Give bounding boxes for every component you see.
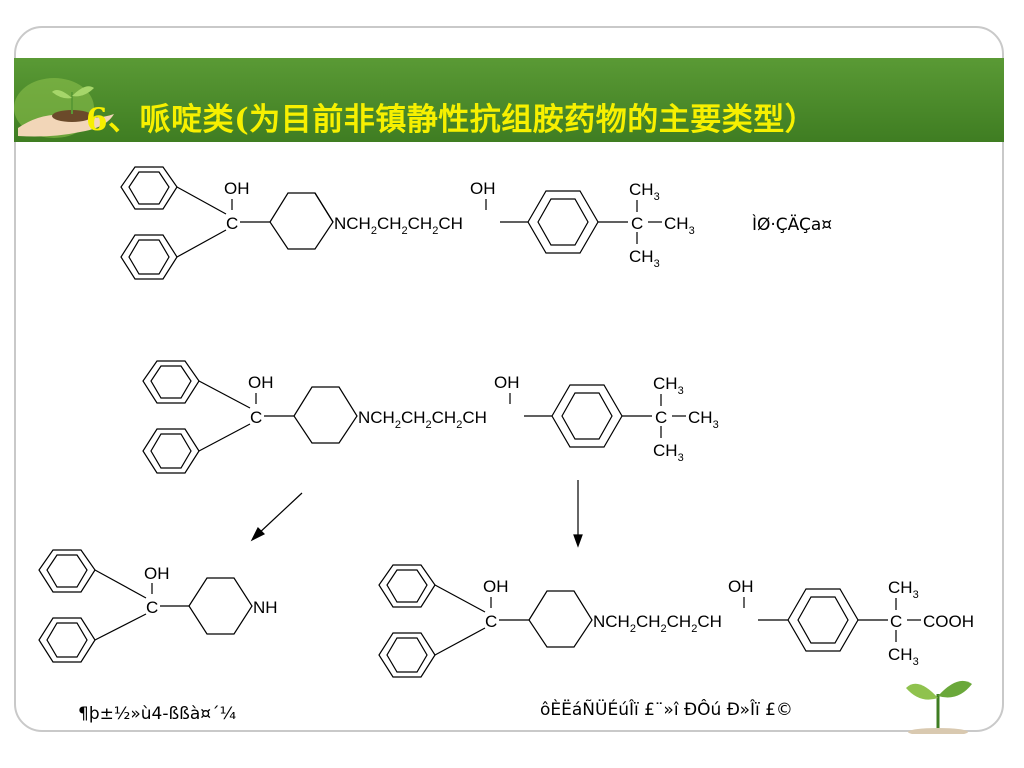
label-ch3: CH3 <box>664 214 695 237</box>
label-oh: OH <box>144 564 170 583</box>
label-nch: NCH2CH2CH2CH <box>334 214 463 237</box>
label-ch3: CH3 <box>688 408 719 431</box>
label-c: C <box>226 214 238 233</box>
label-c: C <box>890 612 902 631</box>
label-ch3: CH3 <box>653 374 684 397</box>
label-ch3: CH3 <box>629 180 660 203</box>
structure-terfenadine-1: OH C NCH2CH2CH2CH OH CH3 C CH3 CH3 <box>120 166 695 280</box>
seedling-hand-icon <box>14 78 114 138</box>
label-ch3: CH3 <box>888 645 919 668</box>
caption-top-right: ÌØ·ÇÄÇa¤ <box>752 215 833 235</box>
structure-metabolite-right: OH C NCH2CH2CH2CH OH CH3 C COOH CH3 <box>378 564 974 678</box>
structure-metabolite-left: OH C NH <box>38 549 278 663</box>
label-c: C <box>485 612 497 631</box>
label-ch3: CH3 <box>629 247 660 270</box>
caption-bottom-right: ôÈËáÑÜÉúÎï £¨»î ÐÔú Ð»Îï £© <box>540 700 793 720</box>
slide-frame <box>14 26 1004 732</box>
label-nh: NH <box>253 598 278 617</box>
label-nch: NCH2CH2CH2CH <box>358 408 487 431</box>
caption-bottom-left: ¶þ±½»ù4-ßßà¤´¼ <box>78 704 237 724</box>
seedling-icon <box>906 680 972 734</box>
label-c: C <box>250 408 262 427</box>
label-c: C <box>655 408 667 427</box>
label-oh: OH <box>224 179 250 198</box>
label-c: C <box>146 598 158 617</box>
label-ch3: CH3 <box>888 578 919 601</box>
label-ch3: CH3 <box>653 441 684 464</box>
label-c: C <box>631 214 643 233</box>
label-cooh: COOH <box>923 612 974 631</box>
title-bar <box>14 58 1004 142</box>
label-oh: OH <box>470 179 496 198</box>
label-nch: NCH2CH2CH2CH <box>593 612 722 635</box>
label-oh: OH <box>728 577 754 596</box>
label-oh: OH <box>494 373 520 392</box>
structure-terfenadine-2: OH C NCH2CH2CH2CH OH CH3 C CH3 CH3 <box>142 360 719 474</box>
reaction-arrows <box>250 480 583 548</box>
slide-title: 6、哌啶类(为目前非镇静性抗组胺药物的主要类型） <box>86 102 817 138</box>
label-oh: OH <box>248 373 274 392</box>
label-oh: OH <box>483 577 509 596</box>
